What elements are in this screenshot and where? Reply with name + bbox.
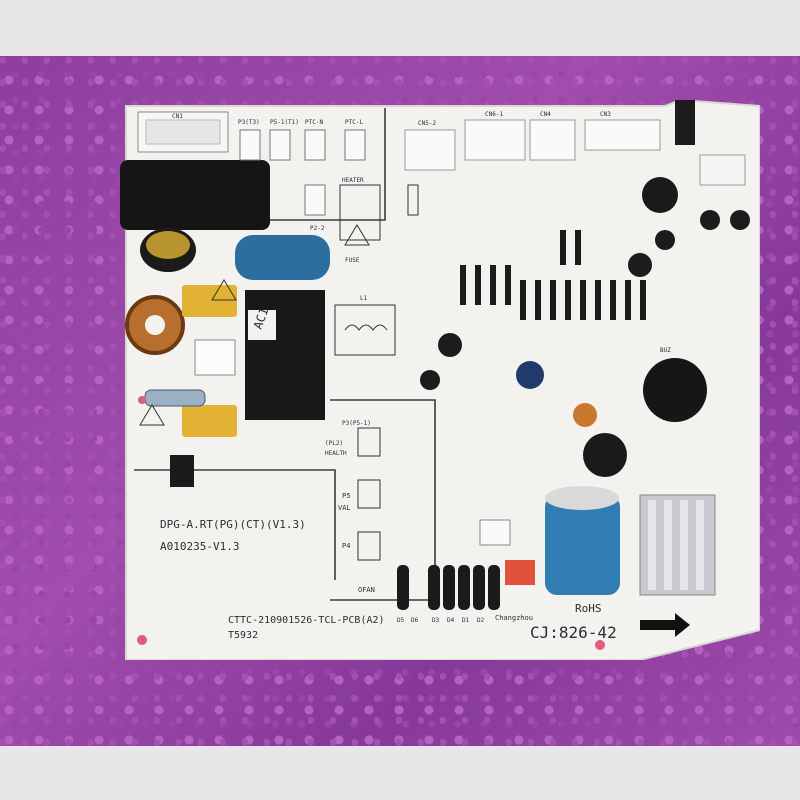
power-resistor: [144, 389, 206, 407]
relay-p4-outline: [357, 531, 381, 561]
sticker-label: AC1: [251, 306, 272, 331]
capacitor-orange: [573, 403, 597, 427]
mounting-hole-l: [138, 396, 146, 404]
pcb-label-2: (PL2): [325, 440, 343, 447]
connector-red: [505, 560, 535, 585]
transistor-5: [700, 210, 720, 230]
model-label: DPG-A.RT(PG)(CT)(V1.3): [160, 518, 306, 531]
heatsink: [639, 494, 716, 596]
smd-array: [460, 230, 646, 320]
cn-label-1: CN1: [172, 113, 183, 120]
diode-label-5: D1: [462, 617, 470, 624]
pcb-label-6: P4: [342, 542, 350, 550]
yellow-capacitor-1: [182, 285, 237, 317]
buzzer: [643, 358, 707, 422]
diode-label-2: D6: [411, 617, 419, 624]
warning-icon-3: [344, 224, 370, 246]
capacitor-large-blue: [545, 495, 620, 595]
disc-top: [146, 231, 190, 259]
top-label-3: PTC-N: [305, 119, 323, 126]
yellow-capacitor-2: [182, 405, 237, 437]
toroid-hole: [145, 315, 165, 335]
pcb-label-7: OFAN: [358, 586, 375, 594]
cn-label-3: CN6-1: [485, 111, 503, 118]
code-label: T5932: [228, 630, 258, 641]
diode-label-6: D2: [477, 617, 485, 624]
mounting-hole-br: [595, 640, 605, 650]
capacitor-medium-black: [583, 433, 627, 477]
misc-label-1: BUZ: [660, 347, 671, 354]
mounting-hole-bl: [137, 635, 147, 645]
diode-label-1: D5: [397, 617, 405, 624]
resistor-outline: [407, 184, 419, 216]
diode-label-4: D4: [447, 617, 455, 624]
transistor-4: [655, 230, 675, 250]
transistor-6: [730, 210, 750, 230]
heater-outline: [339, 184, 381, 241]
cap-brand: Changzhou: [495, 614, 533, 622]
pcb-label-5: VAL: [338, 504, 351, 512]
relay-large: [120, 160, 270, 230]
fuse-label: FUSE: [345, 257, 360, 264]
pcb-label-3: HEALTH: [325, 450, 347, 457]
small-ic: [170, 455, 194, 487]
cn-label-4: CN4: [540, 111, 551, 118]
top-label-1: P3(T3): [238, 119, 260, 126]
capacitor-top: [545, 486, 619, 510]
heater-label: HEATER: [342, 177, 364, 184]
x-capacitor-blue: [235, 235, 330, 280]
batch-label: CJ:826-42: [530, 623, 617, 642]
inductor-outline: [334, 304, 396, 356]
transistor-3: [628, 253, 652, 277]
arrow-icon: [640, 613, 690, 637]
rohs-label: RoHS: [575, 602, 602, 615]
relay-p5-outline: [357, 479, 381, 509]
capacitor-small-blue: [516, 361, 544, 389]
pcb-label-1: P3(P5-1): [342, 420, 371, 427]
capacitor-small-black: [642, 177, 678, 213]
connector-cn1: [137, 111, 229, 153]
connector-small: [194, 339, 236, 376]
top-label-2: P5-1(T1): [270, 119, 299, 126]
misc-label-2: L1: [360, 295, 368, 302]
trace-outline-2: [330, 399, 436, 601]
part-number: A010235-V1.3: [160, 540, 239, 553]
inductor-symbol: [344, 324, 388, 331]
connector-white-mid: [479, 519, 511, 546]
connector-row-top: [404, 119, 746, 186]
pcb-board: DPG-A.RT(PG)(CT)(V1.3) A010235-V1.3 CTTC…: [120, 100, 760, 660]
push-button: [675, 100, 695, 145]
warning-icon: [139, 404, 165, 426]
pcb-drawing: DPG-A.RT(PG)(CT)(V1.3) A010235-V1.3 CTTC…: [120, 100, 760, 660]
diode-row: [397, 565, 500, 610]
cert-label: CTTC-210901526-TCL-PCB(A2): [228, 615, 385, 626]
pcb-label-4: P5: [342, 492, 350, 500]
fuse-holders: [239, 129, 366, 216]
cn-label-2: CN5-2: [418, 120, 436, 127]
diode-label-3: D3: [432, 617, 440, 624]
misc-label-3: P2-2: [310, 225, 325, 232]
top-label-4: PTC-L: [345, 119, 363, 126]
cn-label-5: CN3: [600, 111, 611, 118]
relay-sticker: [248, 310, 276, 340]
relay-health-outline: [357, 427, 381, 457]
transistor-1: [438, 333, 462, 357]
trace-outline-3: [134, 469, 336, 580]
transistor-2: [420, 370, 440, 390]
warning-icon-2: [211, 279, 237, 301]
